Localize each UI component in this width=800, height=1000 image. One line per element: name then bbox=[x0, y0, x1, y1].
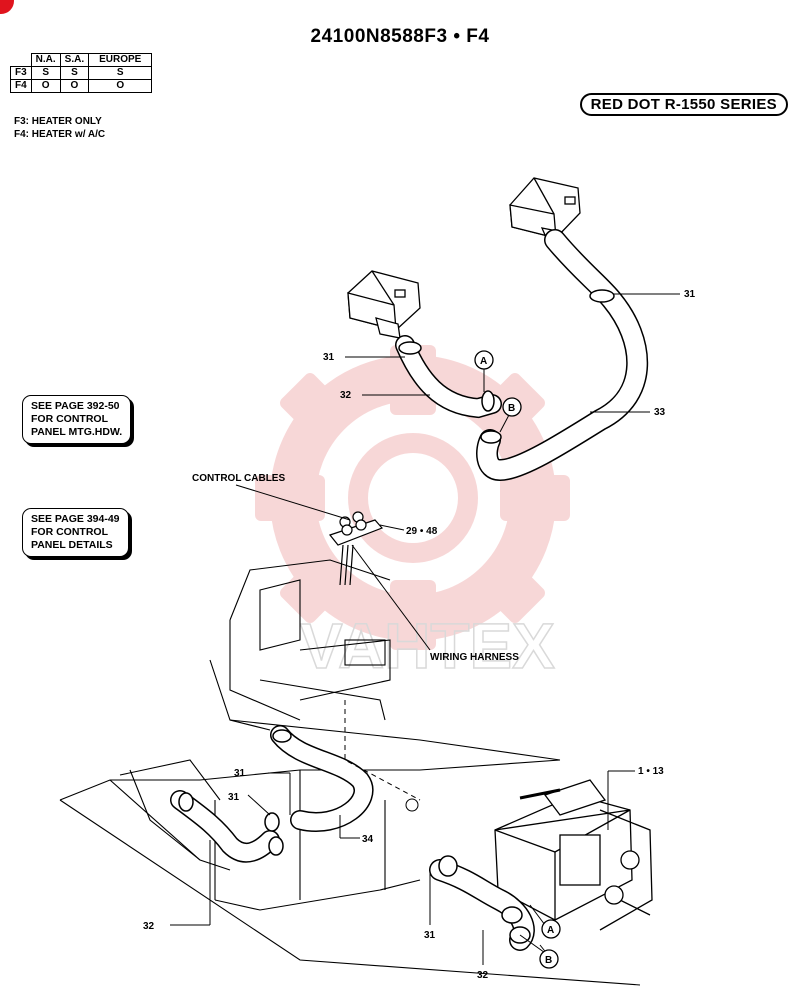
callout-31: 31 bbox=[234, 768, 246, 779]
ref-letter: A bbox=[547, 925, 554, 936]
heater-unit bbox=[494, 779, 653, 931]
callout-32: 32 bbox=[340, 390, 352, 401]
callout-control-cables: CONTROL CABLES bbox=[192, 473, 285, 484]
callout-31: 31 bbox=[424, 930, 436, 941]
page-title: 24100N8588F3 • F4 bbox=[310, 26, 490, 47]
note-line: PANEL DETAILS bbox=[31, 539, 113, 551]
callout-32: 32 bbox=[143, 921, 155, 932]
ref-letter: B bbox=[508, 403, 515, 414]
note-line: FOR CONTROL bbox=[31, 526, 108, 538]
table-header-row: N.A. S.A. EUROPE bbox=[10, 53, 153, 67]
legend-f4: F4: HEATER w/ A/C bbox=[14, 129, 106, 140]
callout-31: 31 bbox=[228, 792, 240, 803]
note-control-panel-details: SEE PAGE 394-49 FOR CONTROL PANEL DETAIL… bbox=[22, 508, 129, 557]
table-cell: O bbox=[88, 79, 153, 93]
legend-f3: F3: HEATER ONLY bbox=[14, 116, 102, 127]
ref-letter: A bbox=[480, 356, 487, 367]
callout-31: 31 bbox=[684, 289, 696, 300]
callout-33: 33 bbox=[654, 407, 666, 418]
grommet bbox=[405, 798, 419, 812]
note-line: SEE PAGE 392-50 bbox=[31, 400, 120, 412]
heater-outlet-left bbox=[347, 270, 421, 339]
ref-circle-b-lower: B bbox=[539, 949, 559, 969]
callout-32: 32 bbox=[477, 970, 489, 981]
table-row: F3 S S S bbox=[10, 66, 153, 80]
hose-34-lower bbox=[270, 725, 374, 832]
hose-33-upper bbox=[476, 229, 649, 482]
note-line: PANEL MTG.HDW. bbox=[31, 426, 123, 438]
note-control-panel-mtg: SEE PAGE 392-50 FOR CONTROL PANEL MTG.HD… bbox=[22, 395, 132, 444]
ref-letter: B bbox=[545, 955, 552, 966]
model-legend: F3: HEATER ONLY F4: HEATER w/ A/C bbox=[14, 115, 105, 141]
cab-structure bbox=[59, 559, 641, 986]
control-panel-bracket bbox=[328, 511, 384, 586]
cable-route-dashed bbox=[344, 700, 421, 801]
callout-34: 34 bbox=[362, 834, 374, 845]
table-row: F4 O O O bbox=[10, 79, 153, 93]
availability-table: N.A. S.A. EUROPE F3 S S S F4 O O O bbox=[10, 53, 153, 93]
ref-circle-a-lower: A bbox=[541, 919, 561, 939]
ref-circle-b-upper: B bbox=[502, 397, 522, 417]
note-line: SEE PAGE 394-49 bbox=[31, 513, 120, 525]
table-cell: O bbox=[59, 79, 90, 93]
hose-32-upper bbox=[395, 335, 502, 419]
callout-31: 31 bbox=[323, 352, 335, 363]
ref-circle-a-upper: A bbox=[474, 350, 494, 370]
callout-wiring-harness: WIRING HARNESS bbox=[430, 652, 519, 663]
callout-1-13: 1 • 13 bbox=[638, 766, 664, 777]
series-badge: RED DOT R-1550 SERIES bbox=[579, 93, 788, 116]
watermark-gear bbox=[255, 345, 570, 650]
heater-outlet-right bbox=[509, 177, 581, 245]
hose-32-lower bbox=[170, 790, 284, 863]
note-line: FOR CONTROL bbox=[31, 413, 108, 425]
callout-29-48: 29 • 48 bbox=[406, 526, 438, 537]
heater-wiring bbox=[519, 788, 561, 800]
